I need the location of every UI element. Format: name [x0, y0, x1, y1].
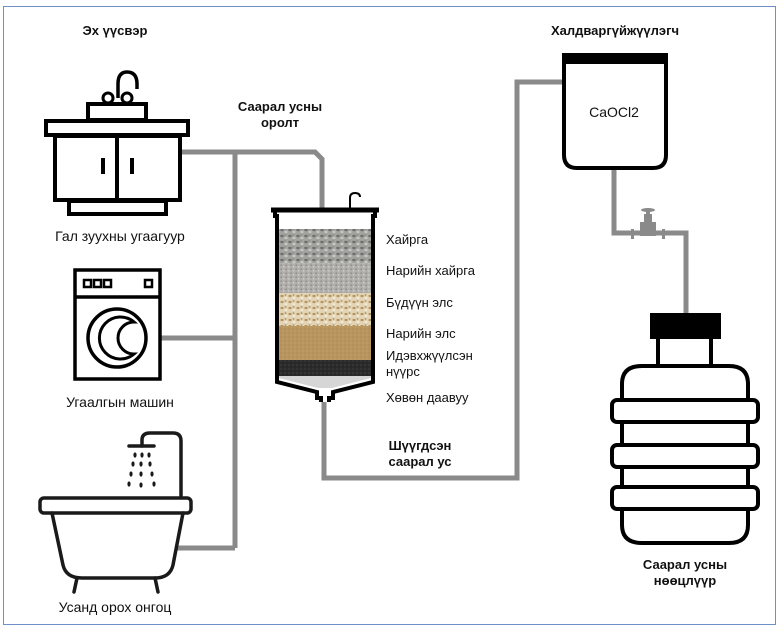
layer-label-gravel: Хайрга — [386, 232, 429, 247]
source-label-washer: Угаалгын машин — [66, 394, 174, 410]
disinfectant-chemical: CaOCl2 — [589, 104, 639, 120]
storage-tank-icon — [610, 313, 760, 545]
layer-label-fine-gravel: Нарийн хайрга — [386, 263, 475, 278]
inlet-label-line2: оролт — [260, 115, 300, 130]
filtered-label-line2: саарал ус — [388, 454, 452, 469]
layer-label-sponge: Хөвөн даавуу — [386, 390, 469, 405]
filter-layer-sponge — [279, 376, 371, 388]
filter-layer-gravel — [279, 229, 371, 263]
layer-label-fine-sand: Нарийн элс — [386, 326, 456, 341]
storage-label-line2: нөөцлүүр — [653, 573, 717, 588]
layer-label-coarse-sand: Бүдүүн элс — [386, 295, 453, 310]
filter-layer-fine-sand — [279, 326, 371, 360]
inlet-label-line1: Саарал усны — [237, 99, 323, 114]
storage-label-line1: Саарал усны — [642, 557, 728, 572]
washing-machine-icon — [73, 268, 162, 381]
filter-column-icon — [271, 191, 379, 402]
filter-layer-coarse-sand — [279, 293, 371, 326]
disinfectant-tank-icon — [562, 53, 668, 170]
source-label-bathtub: Усанд орох онгоц — [58, 599, 172, 615]
pipe-disinfectant-to-storage — [611, 170, 689, 313]
filter-layer-charcoal — [279, 360, 371, 376]
pipe-sink-to-filter — [181, 149, 325, 208]
disinfectant-title: Халдваргүйжүүлэгч — [550, 23, 680, 38]
source-label-sink: Гал зуухны угаагуур — [55, 228, 185, 244]
filtered-label-line1: Шүүгдсэн — [388, 438, 452, 453]
bathtub-icon — [38, 431, 193, 594]
sources-title: Эх үүсвэр — [82, 23, 148, 38]
layer-label-charcoal-line2: нүүрс — [386, 364, 420, 379]
filter-layer-fine-gravel — [279, 263, 371, 293]
pipes — [161, 79, 689, 551]
pipe-filter-to-disinfectant — [321, 79, 562, 481]
kitchen-sink-icon — [44, 70, 190, 216]
valve-icon[interactable] — [631, 208, 665, 239]
layer-label-charcoal-line1: Идэвхжүүлсэн — [386, 348, 473, 363]
shower-drops — [127, 452, 156, 488]
diagram-frame — [3, 6, 776, 625]
